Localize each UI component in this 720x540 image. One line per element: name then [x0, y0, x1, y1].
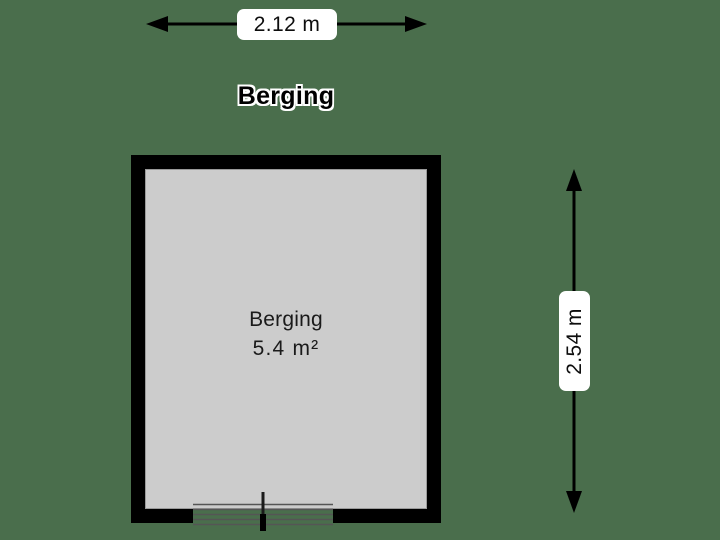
width-dimension-label: 2.12 m [237, 9, 337, 40]
width-arrowhead-right [405, 16, 427, 32]
room-area-label: 5.4 m² [252, 337, 320, 360]
height-arrowhead-top [566, 169, 582, 191]
height-dimension-label: 2.54 m [559, 291, 590, 391]
room-floor-area [145, 169, 427, 509]
door-center-post [260, 514, 266, 531]
room-label-group: Berging 5.4 m² [145, 305, 427, 363]
height-dimension-label-text: 2.54 m [563, 307, 587, 375]
page-title: Berging [237, 82, 335, 110]
height-arrowhead-bottom [566, 491, 582, 513]
width-arrowhead-left [146, 16, 168, 32]
room-name-label: Berging [249, 308, 323, 331]
